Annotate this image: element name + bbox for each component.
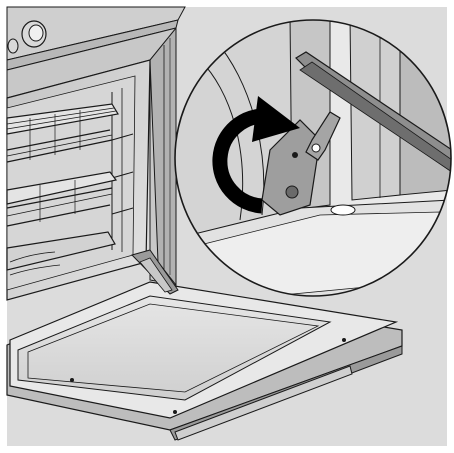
hinge-lever-icon: [305, 111, 341, 161]
control-panel: [6, 6, 186, 71]
wire-rack-upper: [6, 103, 119, 163]
oven-door-open: [6, 281, 403, 441]
oven-body: [6, 26, 177, 287]
door-hinge: [131, 249, 179, 295]
oven-knob-icon: [21, 20, 47, 48]
door-handle: [174, 365, 353, 441]
wire-rack-lower: [6, 171, 118, 227]
baking-tray: [6, 231, 116, 276]
oven-knob-small: [7, 38, 19, 54]
rotate-clockwise-arrow-icon: [212, 96, 300, 214]
